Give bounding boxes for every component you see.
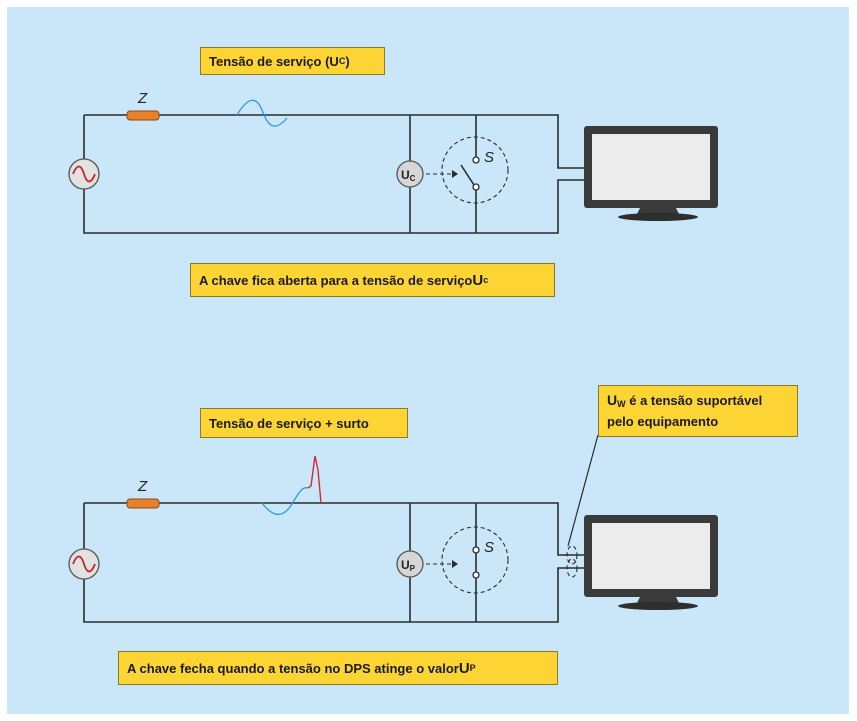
top-switch-boundary — [441, 136, 509, 204]
bottom-input-marker — [566, 558, 578, 578]
bottom-switch-contact — [472, 571, 480, 579]
top-switch-contact — [472, 183, 480, 191]
top-meter-label: UC — [401, 168, 416, 183]
top-monitor — [584, 126, 718, 221]
top-impedance-symbol: Z — [137, 90, 148, 107]
bottom-monitor-base — [618, 602, 698, 610]
bottom-monitor-screen — [592, 523, 710, 589]
top-caption-bold: U — [472, 271, 484, 289]
uw-label-sub: W — [617, 399, 626, 409]
bottom-switch-boundary — [441, 526, 509, 594]
bottom-surge-label-text: Tensão de serviço + surto — [209, 415, 369, 431]
top-wire-loop — [83, 114, 588, 234]
top-circuit: S UC Z — [68, 90, 588, 234]
top-arrow-head — [452, 170, 458, 178]
bottom-service-wave — [261, 487, 309, 516]
bottom-surge-spike — [307, 455, 322, 504]
bottom-circuit: S UP Z — [68, 434, 599, 623]
uw-label-bold: U — [607, 392, 618, 408]
uw-label-line2: pelo equipamento — [607, 414, 719, 429]
top-switch-symbol: S — [484, 149, 494, 166]
bottom-meter — [396, 550, 424, 578]
bottom-impedance — [126, 498, 160, 509]
top-monitor-screen — [592, 134, 710, 200]
top-service-wave — [236, 99, 288, 127]
uw-label-line1: UW é a tensão suportável — [607, 392, 762, 413]
top-caption-text: A chave fica aberta para a tensão de ser… — [199, 272, 473, 288]
top-meter — [396, 160, 424, 188]
bottom-caption: A chave fecha quando a tensão no DPS ati… — [118, 651, 558, 685]
bottom-meter-label: UP — [401, 558, 416, 573]
bottom-caption-bold: U — [458, 659, 470, 677]
top-ac-wave-icon — [72, 165, 96, 183]
bottom-monitor — [584, 515, 718, 610]
bottom-surge-label: Tensão de serviço + surto — [200, 408, 408, 438]
top-monitor-base — [618, 213, 698, 221]
bottom-impedance-symbol: Z — [137, 478, 148, 495]
top-service-label-sub: C — [338, 56, 346, 66]
bottom-input-marker — [566, 545, 578, 565]
bottom-arrow-head — [452, 560, 458, 568]
uw-label-text: é a tensão suportável — [625, 393, 763, 408]
bottom-caption-sub: P — [469, 663, 476, 673]
top-caption: A chave fica aberta para a tensão de ser… — [190, 263, 555, 297]
top-switch-contact — [472, 156, 480, 164]
top-service-label-text: Tensão de serviço (U — [209, 53, 339, 69]
bottom-caption-text: A chave fecha quando a tensão no DPS ati… — [127, 660, 459, 676]
top-service-label-close: ) — [345, 53, 350, 69]
bottom-switch-contact — [472, 546, 480, 554]
bottom-wire-loop — [83, 502, 588, 623]
top-switch-lever — [460, 164, 475, 186]
bottom-switch-symbol: S — [484, 539, 494, 556]
bottom-ac-wave-icon — [72, 555, 96, 573]
top-caption-sub: c — [483, 275, 489, 285]
top-impedance — [126, 110, 160, 121]
uw-pointer-line — [567, 434, 599, 547]
uw-label: UW é a tensão suportável pelo equipament… — [598, 385, 798, 437]
